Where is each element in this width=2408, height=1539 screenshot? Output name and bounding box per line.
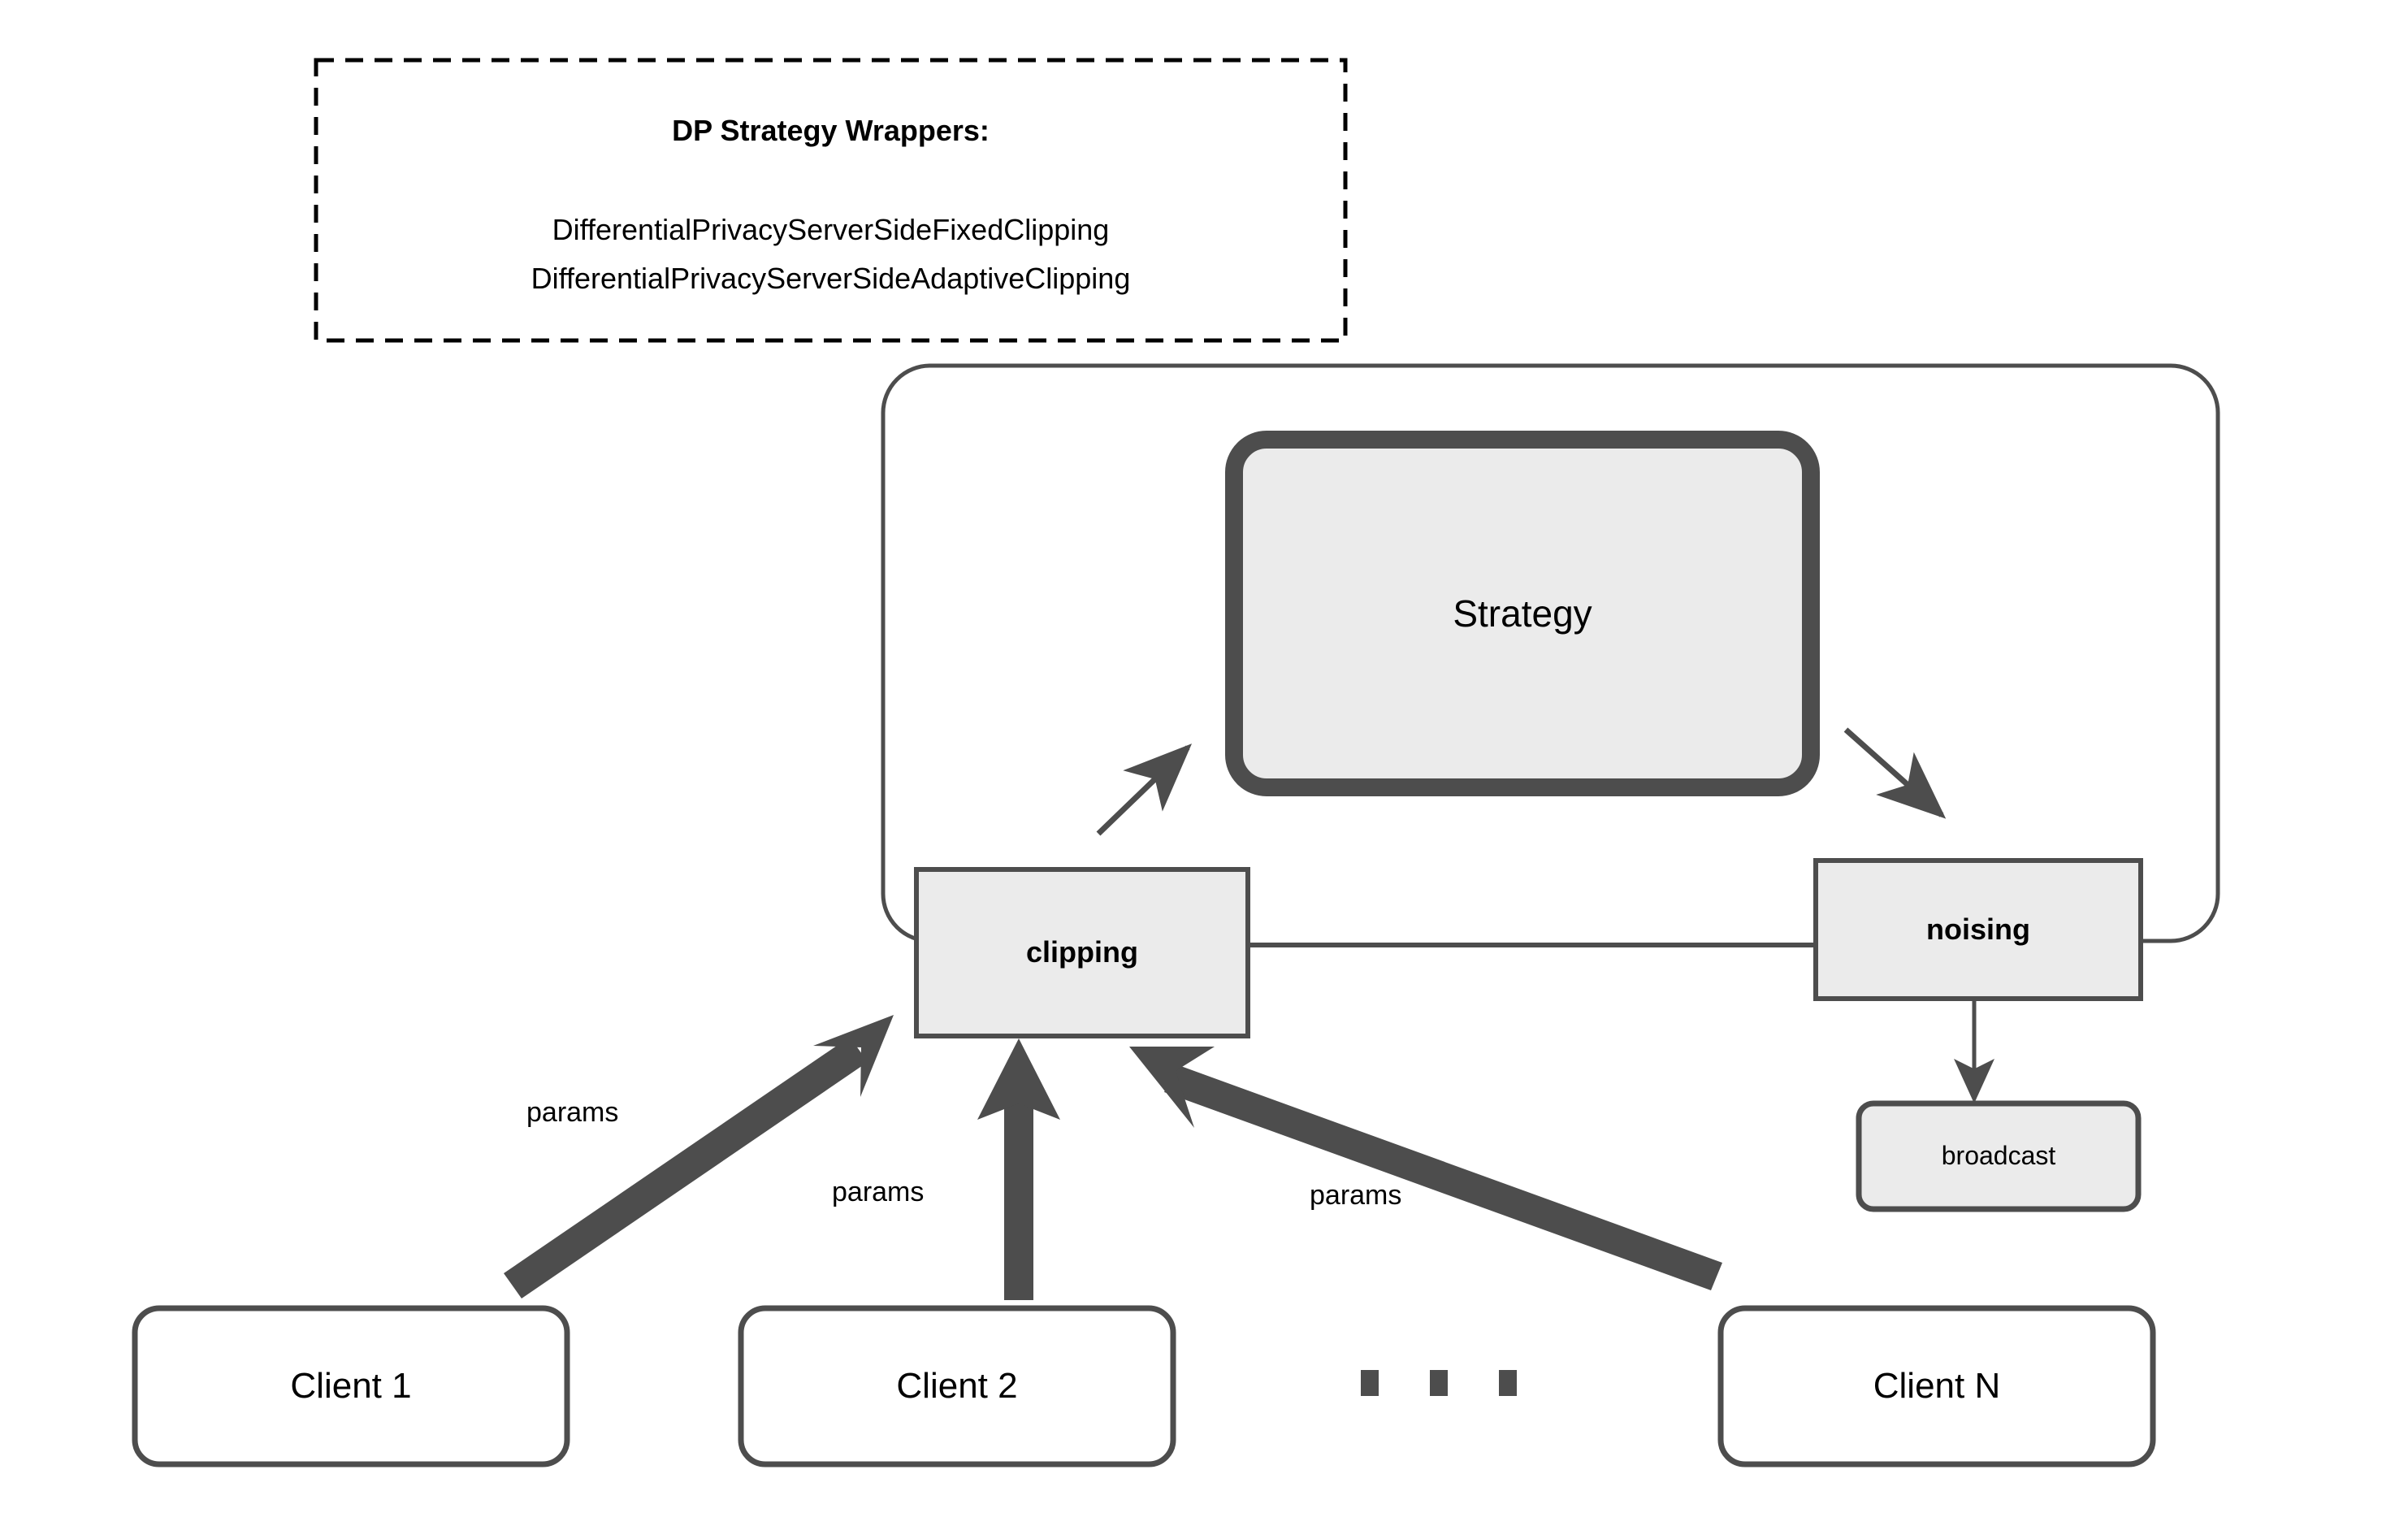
edge-label-params-1: params [526,1097,619,1128]
params-arrow-client2 [977,1038,1060,1300]
broadcast-box [1856,1100,2142,1212]
strategy-to-noising-arrow [1843,727,1947,819]
params-arrow-clientn [1129,1047,1722,1290]
clipping-box [914,867,1250,1038]
strategy-box [1225,431,1820,796]
dp-wrapper-line-1: DifferentialPrivacyServerSideFixedClippi… [552,213,1110,246]
edge-label-params-2: params [832,1177,925,1207]
dp-wrapper-dashed-box [314,58,1348,343]
ellipsis-dot-2 [1430,1370,1448,1396]
noising-box [1813,858,2143,1001]
client-box-1 [132,1305,570,1467]
ellipsis-dot-1 [1361,1370,1379,1396]
ellipsis-dot-3 [1499,1370,1517,1396]
dp-wrapper-line-2: DifferentialPrivacyServerSideAdaptiveCli… [531,262,1131,295]
dp-wrapper-heading: DP Strategy Wrappers: [672,114,990,147]
params-arrow-client1 [504,1015,894,1298]
client-box-3 [1717,1305,2156,1467]
client-box-2 [738,1305,1176,1467]
clipping-to-strategy-arrow [1096,743,1193,836]
edge-label-params-3: params [1310,1180,1402,1211]
server-container [881,363,2220,943]
